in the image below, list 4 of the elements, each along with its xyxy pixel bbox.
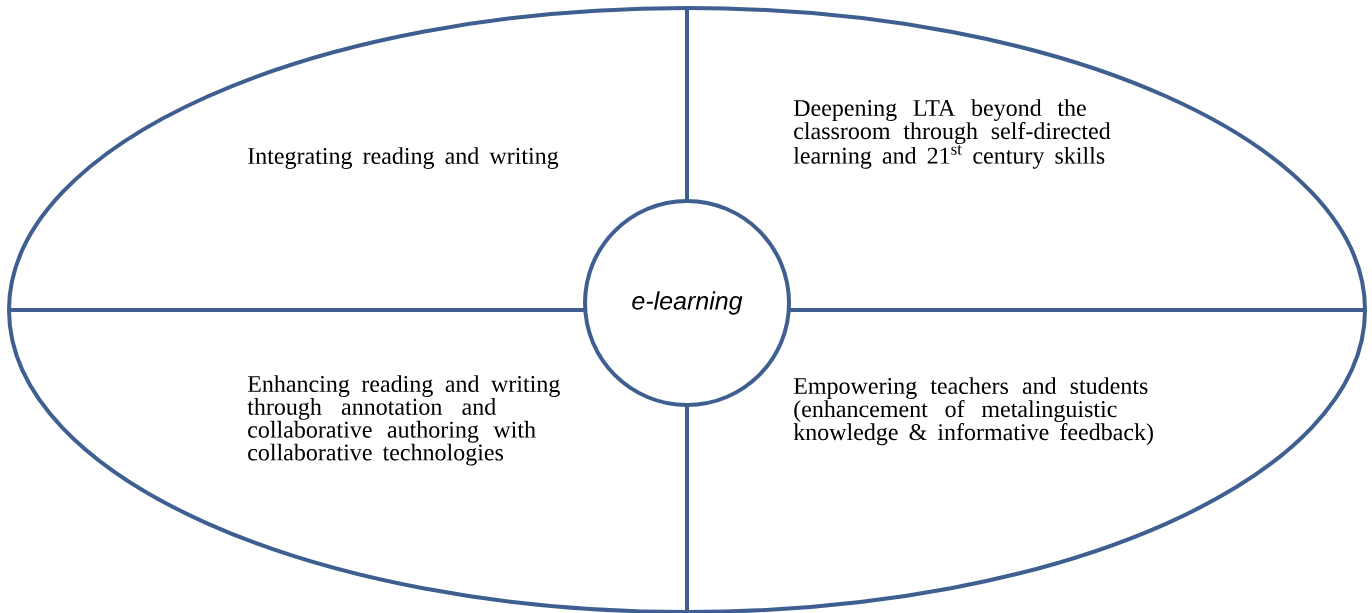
quadrant-text: Empowering teachers and students (enhancement of metalinguistic knowledge & informative feedback) bbox=[793, 377, 1153, 446]
quadrant-text: Integrating reading and writing bbox=[248, 147, 559, 170]
quadrant-text: Enhancing reading and writing through annotation and collaborative authoring with collaborative technologies bbox=[247, 375, 560, 466]
quadrant-text: Deepening LTA beyond the classroom through self-directed learning and 21$^{st}$ century skills bbox=[793, 99, 1111, 169]
